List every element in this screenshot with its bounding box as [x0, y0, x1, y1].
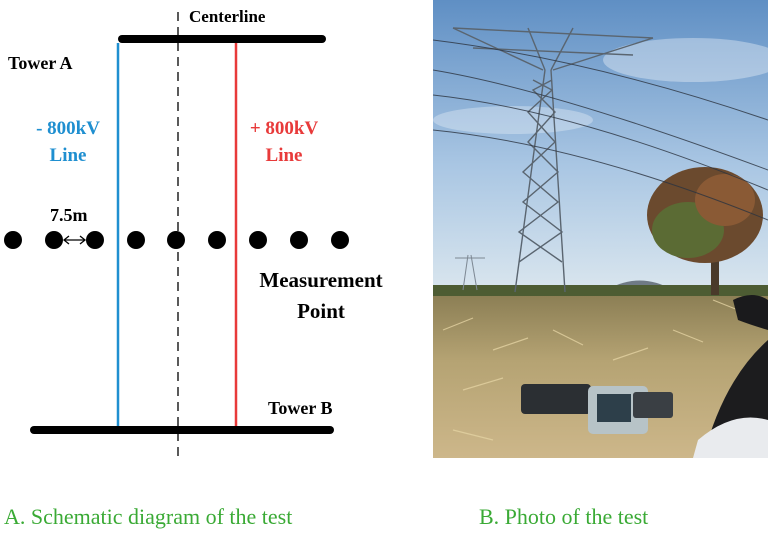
measurement-point [331, 231, 349, 249]
measurement-point [249, 231, 267, 249]
positive-line-label-1: + 800kV [250, 118, 319, 139]
caption-photo: B. Photo of the test [479, 504, 649, 529]
schematic-diagram: Centerline Tower A Tower B - 800kV Line … [4, 7, 383, 456]
tower-b-bar [30, 426, 334, 434]
test-photo [433, 0, 768, 458]
measurement-points [4, 231, 349, 249]
centerline-label: Centerline [189, 7, 266, 26]
tower-b-label: Tower B [268, 398, 333, 418]
measurement-point [45, 231, 63, 249]
spacing-label: 7.5m [50, 205, 88, 225]
tower-a-bar [118, 35, 326, 43]
measurement-point [4, 231, 22, 249]
measurement-point [167, 231, 185, 249]
positive-line-label-2: Line [266, 145, 303, 166]
measurement-label-2: Point [297, 299, 345, 323]
tower-a-label: Tower A [8, 53, 73, 73]
negative-line-label-1: - 800kV [36, 118, 100, 139]
negative-line-label-2: Line [50, 145, 87, 166]
measurement-label-1: Measurement [259, 268, 382, 292]
caption-schematic: A. Schematic diagram of the test [4, 504, 293, 529]
measurement-point [208, 231, 226, 249]
measurement-point [127, 231, 145, 249]
measurement-point [290, 231, 308, 249]
spacing-arrow [62, 235, 87, 245]
measurement-point [86, 231, 104, 249]
